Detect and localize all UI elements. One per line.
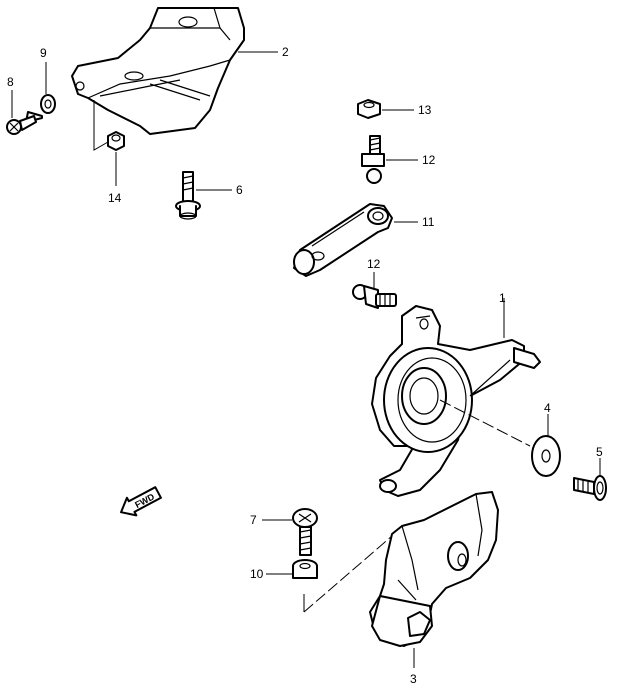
part-2-cover[interactable] — [71, 7, 245, 135]
part-11-link-rod[interactable] — [293, 203, 393, 277]
part-10-nut[interactable] — [292, 559, 318, 579]
part-4-washer[interactable] — [531, 435, 561, 477]
part-6-bolt[interactable] — [175, 171, 201, 220]
callout-14: 14 — [108, 191, 122, 205]
part-8-screw[interactable] — [6, 111, 43, 135]
callout-4: 4 — [544, 401, 551, 415]
part-1-pivot-bracket[interactable] — [371, 305, 541, 497]
callout-8: 8 — [7, 75, 14, 89]
callout-13: 13 — [418, 103, 432, 117]
callout-1: 1 — [499, 291, 506, 305]
part-12-ball-stud-lower[interactable] — [352, 284, 397, 309]
callout-3: 3 — [410, 672, 417, 686]
part-14-nut[interactable] — [107, 131, 125, 151]
callout-5: 5 — [596, 445, 603, 459]
part-3-lever[interactable] — [369, 491, 499, 647]
callout-9: 9 — [40, 46, 47, 60]
callout-12-upper: 12 — [422, 153, 436, 167]
callout-10: 10 — [250, 567, 264, 581]
callout-2: 2 — [282, 45, 289, 59]
callout-11: 11 — [422, 215, 435, 229]
part-12-ball-stud-upper[interactable] — [361, 135, 385, 184]
part-13-nut[interactable] — [357, 99, 381, 119]
fwd-arrow-icon: FWD — [120, 486, 162, 517]
callout-6: 6 — [236, 183, 243, 197]
callout-7: 7 — [250, 513, 257, 527]
part-9-washer[interactable] — [40, 94, 56, 114]
part-5-bolt[interactable] — [573, 475, 607, 501]
part-7-screw[interactable] — [292, 508, 318, 556]
callout-12-lower: 12 — [367, 257, 381, 271]
